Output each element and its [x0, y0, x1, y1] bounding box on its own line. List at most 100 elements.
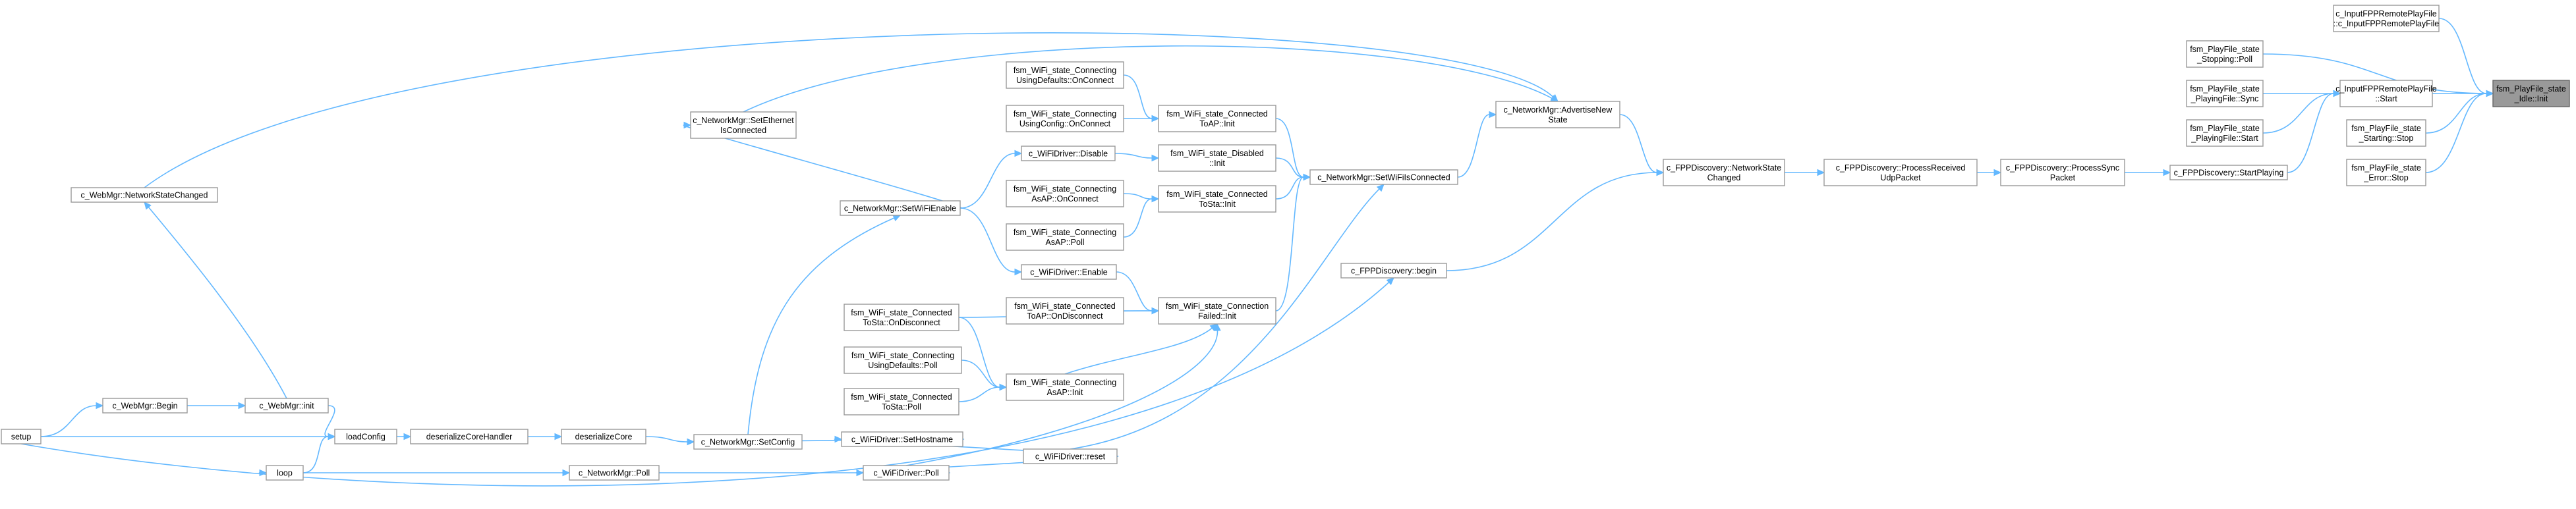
node-label: _PlayingFile::Sync	[2190, 94, 2259, 103]
arrowhead	[1489, 111, 1497, 119]
node-wd-disable[interactable]: c_WiFiDriver::Disable	[1021, 146, 1116, 161]
edge-n_fpp_begin-to-n_fpp_netstate	[1446, 169, 1665, 271]
node-nm-poll[interactable]: c_NetworkMgr::Poll	[569, 465, 660, 481]
edge-line	[747, 217, 895, 435]
node-label: fsm_PlayFile_state	[2496, 84, 2566, 94]
node-disabled-init[interactable]: fsm_WiFi_state_Disabled::Init	[1158, 144, 1276, 172]
node-box	[1, 429, 42, 444]
edge-line	[40, 405, 97, 437]
node-wm-netstate[interactable]: c_WebMgr::NetworkStateChanged	[71, 187, 218, 203]
node-label: c_NetworkMgr::SetWiFiEnable	[844, 204, 956, 213]
node-stopping-poll[interactable]: fsm_PlayFile_state_Stopping::Poll	[2186, 40, 2264, 68]
node-label: fsm_WiFi_state_Connecting	[1014, 228, 1116, 237]
edge-n_fpp_netstate-to-n_fpp_processudp	[1785, 169, 1825, 176]
node-wd-reset[interactable]: c_WiFiDriver::reset	[1023, 448, 1118, 464]
edge-n_wd_disable-to-n_disabled_init	[1114, 153, 1160, 162]
node-label: Failed::Init	[1198, 311, 1236, 321]
node-box	[1006, 105, 1124, 132]
node-playing-sync[interactable]: fsm_PlayFile_state_PlayingFile::Sync	[2186, 80, 2264, 107]
node-wd-poll[interactable]: c_WiFiDriver::Poll	[863, 465, 950, 481]
node-idle-init[interactable]: fsm_PlayFile_state_Idle::Init	[2492, 80, 2570, 107]
node-wm-init[interactable]: c_WebMgr::init	[244, 398, 329, 414]
node-fpp-begin[interactable]: c_FPPDiscovery::begin	[1340, 263, 1447, 279]
edges-layer	[20, 18, 2494, 487]
arrowhead	[892, 215, 902, 222]
node-wm-begin[interactable]: c_WebMgr::Begin	[102, 398, 188, 414]
edge-n_error_stop-to-n_idle_init	[2425, 90, 2494, 173]
node-fpp-netstate[interactable]: c_FPPDiscovery::NetworkStateChanged	[1663, 159, 1785, 186]
node-label: c_WiFiDriver::Poll	[873, 469, 938, 478]
node-wd-enable[interactable]: c_WiFiDriver::Enable	[1021, 264, 1117, 280]
arrowhead	[2333, 90, 2341, 97]
node-label: fsm_PlayFile_state	[2351, 124, 2421, 133]
node-c2sta-ondisc[interactable]: fsm_WiFi_state_ConnectedToSta::OnDisconn…	[844, 304, 959, 331]
edge-line	[743, 45, 1553, 113]
node-fpp-startplaying[interactable]: c_FPPDiscovery::StartPlaying	[2169, 165, 2288, 180]
node-loop[interactable]: loop	[266, 465, 304, 481]
node-box	[410, 429, 529, 444]
node-box	[266, 465, 304, 481]
node-label: AsAP::Init	[1047, 388, 1083, 397]
node-box	[2186, 80, 2264, 107]
node-deser-core[interactable]: deserializeCore	[561, 429, 646, 444]
edge-line	[1446, 172, 1657, 271]
node-label: deserializeCoreHandler	[426, 433, 513, 442]
node-nm-setwifi[interactable]: c_NetworkMgr::SetWiFiIsConnected	[1309, 169, 1458, 185]
node-box	[2000, 159, 2125, 186]
node-box	[1823, 159, 1978, 186]
node-label: ToAP::Init	[1199, 119, 1235, 128]
node-label: c_NetworkMgr::SetEthernet	[693, 116, 794, 125]
node-cud-poll[interactable]: fsm_WiFi_state_ConnectingUsingDefaults::…	[844, 346, 962, 374]
node-input-start[interactable]: c_InputFPPRemotePlayFile::Start	[2335, 80, 2437, 107]
node-box	[1158, 185, 1276, 213]
edge-line	[961, 360, 1000, 388]
node-box	[693, 434, 803, 450]
node-loadconfig[interactable]: loadConfig	[334, 429, 397, 444]
node-label: UsingDefaults::Poll	[868, 361, 938, 370]
node-deser-handler[interactable]: deserializeCoreHandler	[410, 429, 529, 444]
edge-n_c2ap_init-to-n_nm_setwifi	[1275, 118, 1311, 181]
node-nm-setconfig[interactable]: c_NetworkMgr::SetConfig	[693, 434, 803, 450]
arrowhead	[1303, 173, 1311, 181]
node-playing-start[interactable]: fsm_PlayFile_state_PlayingFile::Start	[2186, 119, 2264, 147]
node-wd-sethost[interactable]: c_WiFiDriver::SetHostname	[841, 431, 963, 447]
edge-line	[1275, 157, 1304, 178]
node-label: c_NetworkMgr::SetConfig	[701, 438, 795, 447]
node-label: c_FPPDiscovery::ProcessReceived	[1836, 163, 1966, 173]
node-label: c_FPPDiscovery::ProcessSync	[2006, 163, 2119, 173]
node-cud-onconn[interactable]: fsm_WiFi_state_ConnectingUsingDefaults::…	[1006, 61, 1124, 89]
edge-n_cuc_onconn-to-n_c2ap_init	[1124, 115, 1160, 122]
edge-n_setup-to-n_loadconfig	[41, 433, 336, 441]
node-setup[interactable]: setup	[1, 429, 42, 444]
node-box	[1495, 101, 1620, 128]
edge-n_wd_reset-to-n_nm_setwifi	[1070, 184, 1385, 450]
node-label: c_InputFPPRemotePlayFile	[2335, 84, 2437, 94]
node-label: AsAP::OnConnect	[1031, 194, 1099, 203]
node-box	[334, 429, 397, 444]
node-nm-setwifienable[interactable]: c_NetworkMgr::SetWiFiEnable	[840, 200, 961, 216]
node-input-ctor[interactable]: c_InputFPPRemotePlayFile::c_InputFPPRemo…	[2333, 5, 2440, 32]
edge-line	[1275, 176, 1304, 200]
edge-n_input_ctor-to-n_idle_init	[2438, 18, 2494, 97]
node-cuc-onconn[interactable]: fsm_WiFi_state_ConnectingUsingConfig::On…	[1006, 105, 1124, 132]
node-starting-stop[interactable]: fsm_PlayFile_state_Starting::Stop	[2346, 119, 2426, 147]
node-box	[244, 398, 329, 414]
arrowhead	[687, 438, 695, 446]
node-error-stop[interactable]: fsm_PlayFile_state_Error::Stop	[2346, 159, 2426, 186]
node-box	[569, 465, 660, 481]
node-c2ap-ondisc[interactable]: fsm_WiFi_state_ConnectedToAP::OnDisconne…	[1006, 297, 1124, 325]
node-box	[690, 111, 797, 139]
node-label: UsingDefaults::OnConnect	[1016, 76, 1114, 85]
node-label: ::Start	[2375, 94, 2397, 103]
